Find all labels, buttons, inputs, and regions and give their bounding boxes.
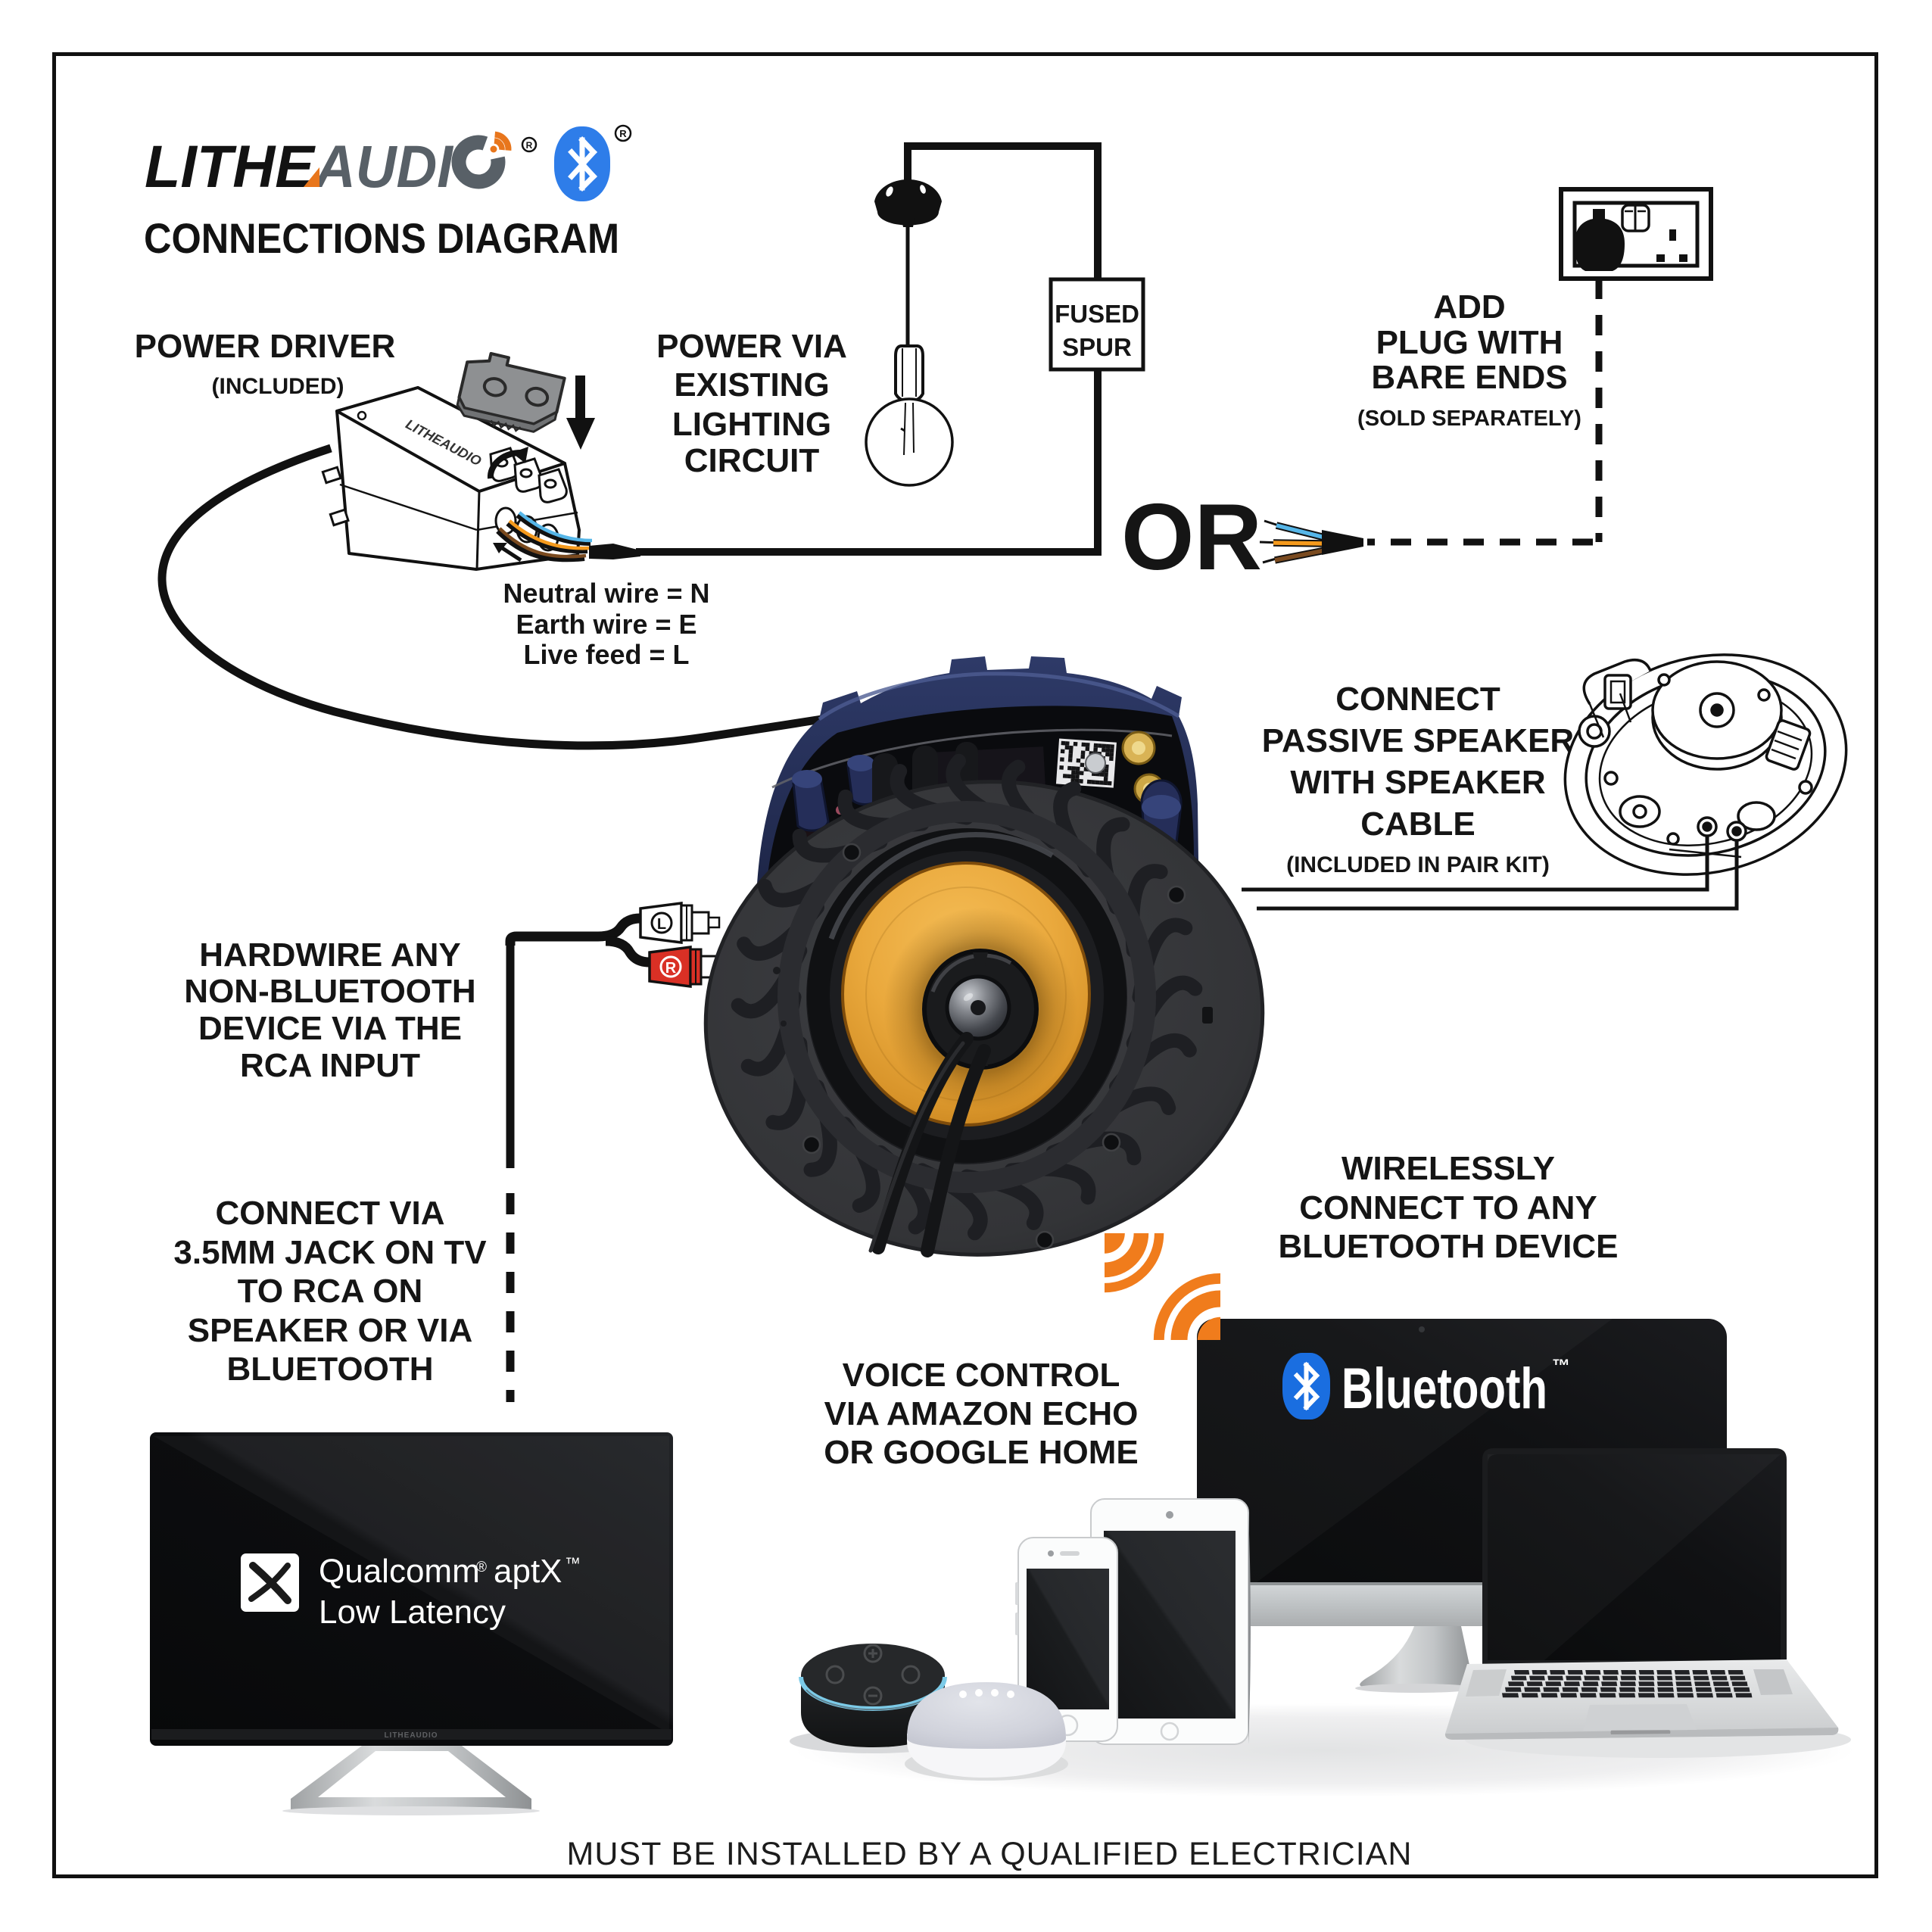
svg-text:L: L bbox=[657, 916, 666, 933]
svg-text:VOICE CONTROL: VOICE CONTROL bbox=[843, 1357, 1120, 1394]
svg-text:TO RCA ON: TO RCA ON bbox=[238, 1273, 422, 1310]
svg-text:CONNECT VIA: CONNECT VIA bbox=[215, 1195, 444, 1232]
svg-text:Bluetooth: Bluetooth bbox=[1341, 1357, 1547, 1421]
svg-text:DEVICE VIA THE: DEVICE VIA THE bbox=[198, 1010, 462, 1047]
svg-text:CIRCUIT: CIRCUIT bbox=[684, 442, 820, 479]
svg-text:aptX: aptX bbox=[494, 1553, 562, 1590]
svg-text:FUSED: FUSED bbox=[1055, 300, 1139, 328]
svg-text:HARDWIRE ANY: HARDWIRE ANY bbox=[199, 936, 460, 974]
svg-text:WITH SPEAKER: WITH SPEAKER bbox=[1290, 764, 1545, 801]
svg-text:BLUETOOTH DEVICE: BLUETOOTH DEVICE bbox=[1278, 1228, 1618, 1265]
svg-text:(INCLUDED): (INCLUDED) bbox=[212, 374, 344, 399]
svg-text:CONNECTIONS DIAGRAM: CONNECTIONS DIAGRAM bbox=[144, 214, 619, 262]
svg-text:R: R bbox=[665, 960, 677, 977]
svg-text:SPEAKER OR VIA: SPEAKER OR VIA bbox=[188, 1312, 473, 1349]
svg-text:BLUETOOTH: BLUETOOTH bbox=[227, 1351, 434, 1388]
svg-text:®: ® bbox=[476, 1560, 487, 1575]
svg-text:NON-BLUETOOTH: NON-BLUETOOTH bbox=[184, 973, 475, 1010]
svg-text:(SOLD SEPARATELY): (SOLD SEPARATELY) bbox=[1357, 407, 1581, 431]
svg-text:LITHE: LITHE bbox=[145, 132, 316, 200]
svg-text:LITHEAUDIO: LITHEAUDIO bbox=[384, 1731, 438, 1740]
svg-text:R: R bbox=[619, 128, 627, 139]
svg-text:(INCLUDED IN PAIR KIT): (INCLUDED IN PAIR KIT) bbox=[1286, 852, 1550, 877]
svg-text:LIGHTING: LIGHTING bbox=[672, 406, 831, 443]
svg-text:AUDI: AUDI bbox=[313, 132, 454, 200]
svg-text:Earth wire = E: Earth wire = E bbox=[516, 609, 696, 640]
svg-text:PLUG WITH: PLUG WITH bbox=[1376, 324, 1563, 361]
svg-text:WIRELESSLY: WIRELESSLY bbox=[1341, 1150, 1555, 1187]
svg-text:OR GOOGLE HOME: OR GOOGLE HOME bbox=[824, 1434, 1139, 1471]
svg-text:OR: OR bbox=[1121, 485, 1262, 590]
svg-text:EXISTING: EXISTING bbox=[674, 366, 829, 404]
svg-text:VIA AMAZON ECHO: VIA AMAZON ECHO bbox=[824, 1395, 1139, 1432]
svg-text:Low Latency: Low Latency bbox=[319, 1594, 506, 1631]
svg-text:ADD: ADD bbox=[1433, 288, 1505, 326]
svg-text:BARE ENDS: BARE ENDS bbox=[1371, 359, 1567, 396]
svg-text:PASSIVE SPEAKER: PASSIVE SPEAKER bbox=[1262, 722, 1574, 759]
svg-text:™: ™ bbox=[1552, 1356, 1570, 1376]
svg-text:3.5MM JACK ON TV: 3.5MM JACK ON TV bbox=[173, 1234, 487, 1271]
svg-text:™: ™ bbox=[565, 1555, 581, 1572]
svg-text:CONNECT: CONNECT bbox=[1335, 681, 1500, 718]
svg-text:POWER DRIVER: POWER DRIVER bbox=[135, 328, 396, 365]
svg-text:R: R bbox=[526, 140, 533, 151]
svg-text:SPUR: SPUR bbox=[1062, 333, 1132, 361]
svg-text:Live feed = L: Live feed = L bbox=[523, 639, 689, 670]
svg-text:POWER VIA: POWER VIA bbox=[656, 328, 847, 365]
svg-text:MUST BE INSTALLED BY A QUALIFI: MUST BE INSTALLED BY A QUALIFIED ELECTRI… bbox=[567, 1836, 1413, 1872]
svg-text:CABLE: CABLE bbox=[1360, 806, 1475, 843]
svg-text:Neutral wire = N: Neutral wire = N bbox=[503, 578, 709, 609]
svg-text:Qualcomm: Qualcomm bbox=[319, 1553, 480, 1590]
svg-text:CONNECT TO ANY: CONNECT TO ANY bbox=[1299, 1189, 1597, 1226]
svg-text:RCA INPUT: RCA INPUT bbox=[240, 1047, 420, 1084]
